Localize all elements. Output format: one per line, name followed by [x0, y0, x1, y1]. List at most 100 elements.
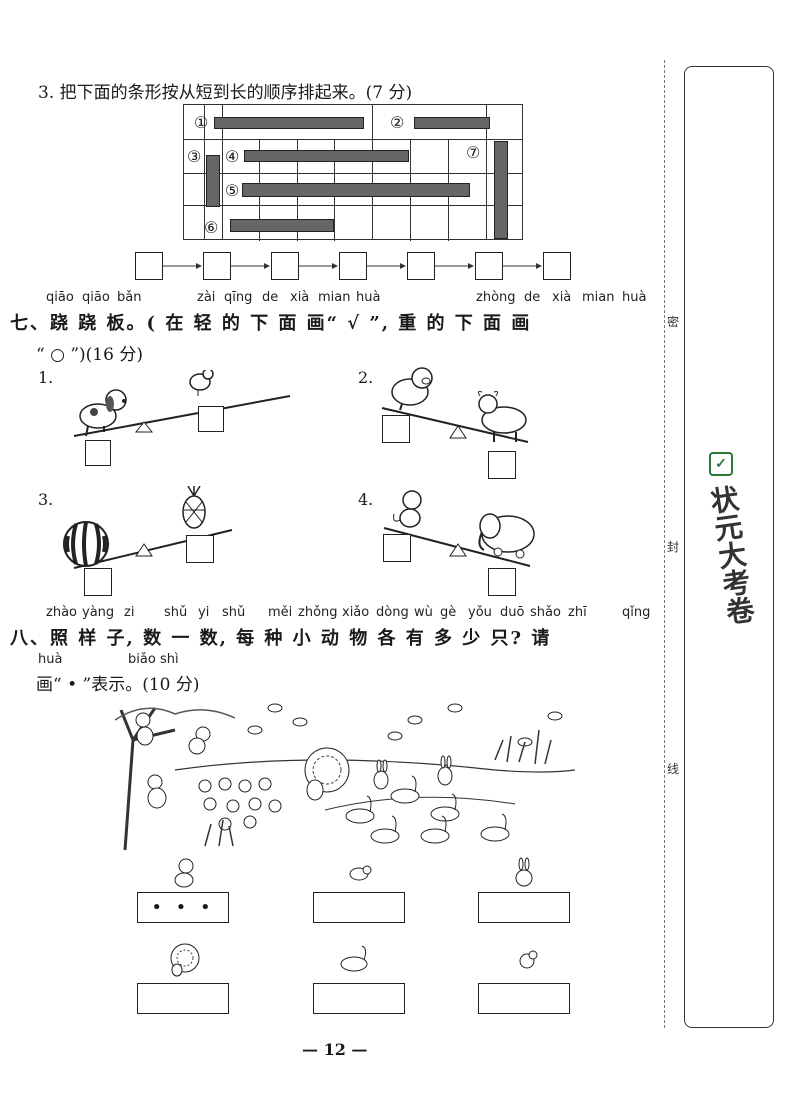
seesaw-4-left-box[interactable] — [383, 534, 411, 562]
seal-char-mi: 密 — [667, 315, 680, 329]
order-box-7[interactable] — [543, 252, 571, 280]
logo-icon: ✓ — [709, 452, 733, 476]
order-answer-row — [135, 250, 575, 282]
pinyin: huà — [356, 290, 381, 305]
pinyin: měi — [268, 605, 293, 620]
pinyin: dòng — [376, 605, 409, 620]
order-box-6[interactable] — [475, 252, 503, 280]
pinyin: mian — [318, 290, 351, 305]
brand-text: 状元大考卷 — [704, 483, 758, 627]
pinyin: yàng — [82, 605, 115, 620]
scene-drawing — [115, 703, 575, 850]
monkey-count-box[interactable]: • • • — [137, 892, 229, 923]
pinyin: shǎo — [530, 605, 561, 620]
pinyin: duō — [500, 605, 525, 620]
seesaw-4-right-box[interactable] — [488, 568, 516, 596]
bar-label-3: ③ — [187, 147, 202, 166]
q8-heading: 八、照 样 子, 数 一 数, 每 种 小 动 物 各 有 多 少 只? 请 — [10, 628, 552, 649]
bird-icon — [349, 865, 372, 881]
seesaw-4 — [383, 490, 535, 567]
pinyin: yǒu — [468, 605, 492, 620]
pinyin: huà — [38, 652, 63, 667]
bar-5 — [242, 183, 470, 197]
bar-label-7: ⑦ — [466, 143, 481, 162]
bar-label-1: ① — [194, 113, 209, 132]
order-arrows — [163, 263, 542, 269]
pinyin: zhī — [568, 605, 587, 620]
pinyin: xià — [552, 290, 572, 305]
q8-heading-2: 画“ • ”表示。(10 分) — [36, 675, 200, 695]
seesaw-2 — [381, 367, 529, 443]
brand-sidebar: ✓ 状元大考卷 — [684, 66, 774, 1028]
seesaw-1 — [73, 370, 291, 437]
order-box-5[interactable] — [407, 252, 435, 280]
peacock-count-box[interactable] — [137, 983, 229, 1014]
seesaw-3-left-box[interactable] — [84, 568, 112, 596]
page-number: — 12 — — [302, 1040, 368, 1059]
order-box-1[interactable] — [135, 252, 163, 280]
seal-char-xian: 线 — [667, 762, 680, 776]
seal-char-feng: 封 — [667, 540, 680, 554]
pinyin: shǔ — [222, 605, 246, 620]
order-box-4[interactable] — [339, 252, 367, 280]
chick-count-box[interactable] — [478, 983, 570, 1014]
seesaw-4-number: 4. — [358, 490, 374, 509]
pig-icon — [391, 367, 433, 411]
seesaw-3 — [63, 486, 233, 569]
swan-count-box[interactable] — [313, 983, 405, 1014]
pinyin: de — [262, 290, 279, 305]
pinyin: huà — [622, 290, 647, 305]
rabbit-count-box[interactable] — [478, 892, 570, 923]
bar-4 — [244, 150, 409, 162]
pinyin: bǎn — [117, 290, 142, 305]
monkey-icon — [147, 774, 167, 809]
watermelon-icon — [63, 521, 109, 567]
pinyin: qiāo — [46, 290, 74, 305]
bar-label-5: ⑤ — [225, 181, 240, 200]
peacock-icon — [304, 747, 350, 801]
seesaw-1-number: 1. — [38, 368, 54, 387]
monkey-icon — [174, 858, 194, 888]
order-box-2[interactable] — [203, 252, 231, 280]
seesaw-2-right-box[interactable] — [488, 451, 516, 479]
pinyin: zi — [124, 605, 135, 620]
bird-icon — [189, 370, 214, 396]
seesaw-2-number: 2. — [358, 368, 374, 387]
pinyin: gè — [440, 605, 457, 620]
pinyin: shì — [160, 652, 179, 667]
monkey-icon — [393, 490, 422, 528]
bar-label-6: ⑥ — [204, 218, 219, 237]
seesaw-2-left-box[interactable] — [382, 415, 410, 443]
pinyin: mian — [582, 290, 615, 305]
bar-2 — [414, 117, 490, 129]
animal-scene-illustration — [115, 700, 575, 850]
brand-title: 状元大考卷 — [701, 483, 761, 635]
chick-icon — [519, 950, 538, 969]
rabbit-icon — [515, 857, 533, 887]
swan-icon — [340, 945, 368, 972]
pinyin: xià — [290, 290, 310, 305]
bar-7 — [494, 141, 508, 239]
binding-dashed-line — [664, 60, 665, 1028]
seesaw-1-right-box[interactable] — [198, 406, 224, 432]
bar-grid: ① ② ③ ④ ⑤ ⑥ ⑦ — [183, 104, 523, 241]
pinyin: xiǎo — [342, 605, 370, 620]
monkey-icon — [188, 726, 211, 755]
bar-label-2: ② — [390, 113, 405, 132]
bar-6 — [230, 219, 334, 232]
bird-count-box[interactable] — [313, 892, 405, 923]
q3-title: 3. 把下面的条形按从短到长的顺序排起来。(7 分) — [38, 83, 413, 103]
bar-1 — [214, 117, 364, 129]
pinyin: qǐng — [622, 605, 651, 620]
q7-heading-2: “ ○ ”)(16 分) — [36, 345, 143, 365]
order-box-3[interactable] — [271, 252, 299, 280]
seesaw-3-right-box[interactable] — [186, 535, 214, 563]
seesaw-1-left-box[interactable] — [85, 440, 111, 466]
pinyin: zhòng — [476, 290, 516, 305]
pinyin: zhǒng — [298, 605, 338, 620]
monkey-icon — [135, 712, 154, 746]
bull-icon — [477, 391, 527, 442]
pinyin: qiāo — [82, 290, 110, 305]
bar-3 — [206, 155, 220, 207]
pinyin: de — [524, 290, 541, 305]
